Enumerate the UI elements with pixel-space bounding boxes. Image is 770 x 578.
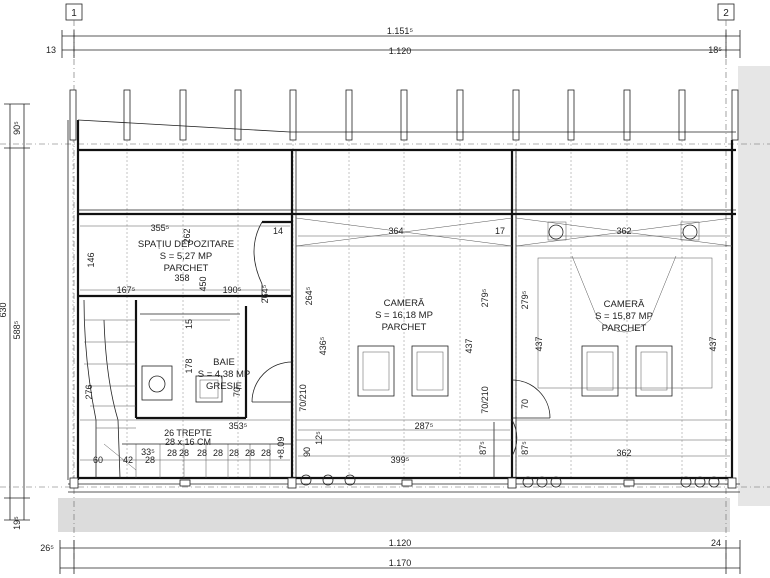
dim-label: 362: [616, 226, 631, 236]
staircase: [83, 299, 292, 479]
roof-rafters: [69, 89, 739, 480]
stair-size: 28 x 16 CM: [165, 437, 211, 447]
dim-label: 190⁵: [223, 285, 242, 295]
adjacent-building-strip: [738, 66, 770, 506]
left-bottom-dim: 19⁵: [12, 516, 22, 530]
bath-floor: GRESIE: [206, 381, 242, 392]
room-label-storage: SPAȚIU DEPOZITARE S = 5,27 MP PARCHET: [138, 239, 234, 274]
dim-label: 437: [534, 336, 544, 351]
top-overall-dim: 1.151⁵: [387, 26, 414, 36]
dim-label: 364: [388, 226, 403, 236]
dim-label: 90: [302, 447, 312, 457]
bedroom-1-floor: PARCHET: [382, 322, 427, 333]
dim-label: 450: [198, 276, 208, 291]
dim-label: 437: [708, 336, 718, 351]
left-top-dim: 90⁵: [12, 121, 22, 135]
dim-label: 33⁵: [141, 447, 155, 457]
top-inner-dim: 1.120: [389, 46, 412, 56]
dim-label: 28: [261, 448, 271, 458]
axis-marker-2: 2: [717, 3, 735, 21]
stair-steps: 26 TREPTE: [164, 428, 212, 438]
bottom-overall-dim: 1.170: [389, 558, 412, 568]
dim-label: 264⁵: [304, 286, 314, 305]
room-label-bedroom-2: CAMERĂ S = 15,87 MP PARCHET: [595, 299, 653, 334]
dim-label: 287⁵: [415, 421, 434, 431]
axis-1-label: 1: [71, 8, 77, 19]
ground-slab: [58, 498, 730, 532]
storage-area: S = 5,27 MP: [160, 251, 213, 262]
dim-label: 12⁵: [314, 431, 324, 445]
axis-2-label: 2: [723, 8, 729, 19]
dim-label: 436⁵: [318, 336, 328, 355]
dim-label: 70: [232, 387, 242, 397]
storage-name: SPAȚIU DEPOZITARE: [138, 239, 234, 250]
dim-label: 28: [213, 448, 223, 458]
bottom-columns: [69, 474, 737, 489]
dim-label: 70/210: [480, 386, 490, 414]
dim-label: 264⁵: [260, 284, 270, 303]
bath-area: S = 4,38 MP: [198, 369, 251, 380]
interior-walls: [78, 150, 517, 478]
bedroom-1-area: S = 16,18 MP: [375, 310, 433, 321]
dim-label: 262: [182, 228, 192, 243]
bedroom-2-name: CAMERĂ: [604, 299, 645, 310]
bottom-inner-dim: 1.120: [389, 538, 412, 548]
bath-fixtures: [141, 319, 230, 403]
dim-label: 17: [495, 226, 505, 236]
left-dimensions: 90⁵ 630 588⁵ 19⁵: [0, 103, 30, 530]
bottom-dimensions: 26⁵ 1.120 24 1.170: [40, 538, 741, 574]
dim-label: 15: [184, 319, 194, 329]
dim-label: 70/210: [298, 384, 308, 412]
interior-dimensions: 355⁵ 262 14 364 17 362 146 358 167⁵ 190⁵…: [80, 223, 730, 465]
dim-label: 28: [197, 448, 207, 458]
dim-label: 42: [123, 455, 133, 465]
dim-label: 358: [174, 273, 189, 283]
dim-label: 437: [464, 338, 474, 353]
dim-label: 353⁵: [229, 421, 248, 431]
bath-name: BAIE: [213, 357, 235, 368]
dim-label: 14: [273, 226, 283, 236]
dim-label: 60: [93, 455, 103, 465]
dim-label: 28: [145, 455, 155, 465]
dim-label: 399⁵: [391, 455, 410, 465]
dim-label: 28: [167, 448, 177, 458]
dim-label: 70: [520, 399, 530, 409]
top-dimensions: 1.151⁵ 13 1.120 18⁵: [46, 26, 741, 58]
bedroom-1-name: CAMERĂ: [384, 298, 425, 309]
dim-label: 167⁵: [117, 285, 136, 295]
dim-label: 279⁵: [520, 290, 530, 309]
dim-label: 146: [86, 252, 96, 267]
bedroom-2-floor: PARCHET: [602, 323, 647, 334]
roof-diagonals: [295, 217, 733, 441]
bed-outline: [537, 221, 713, 389]
top-right-offset-dim: 18⁵: [708, 45, 722, 55]
dim-label: 279⁵: [480, 288, 490, 307]
left-overall-dim: 630: [0, 302, 8, 317]
dim-label: 87⁵: [478, 441, 488, 455]
top-left-offset-dim: 13: [46, 45, 56, 55]
dim-label: 355⁵: [151, 223, 170, 233]
dim-label: 28: [229, 448, 239, 458]
roof-windows: [357, 345, 673, 397]
doors: [251, 361, 551, 478]
bedroom-2-area: S = 15,87 MP: [595, 311, 653, 322]
room-label-bath: BAIE S = 4,38 MP GRESIE: [198, 357, 251, 392]
stair-label: 26 TREPTE 28 x 16 CM: [164, 428, 212, 447]
dim-label: 276: [84, 384, 94, 399]
left-middle-dim: 588⁵: [12, 320, 22, 339]
dim-label: 28: [179, 448, 189, 458]
bottom-right-offset-dim: 24: [711, 538, 721, 548]
dim-label: 178: [184, 358, 194, 373]
dim-label: 28: [245, 448, 255, 458]
dim-label: 362: [616, 448, 631, 458]
dim-label: +8.09: [276, 437, 286, 460]
bottom-left-offset-dim: 26⁵: [40, 543, 54, 553]
room-label-bedroom-1: CAMERĂ S = 16,18 MP PARCHET: [375, 298, 433, 333]
axis-marker-1: 1: [65, 3, 83, 21]
storage-floor: PARCHET: [164, 263, 209, 274]
dim-label: 87⁵: [520, 441, 530, 455]
